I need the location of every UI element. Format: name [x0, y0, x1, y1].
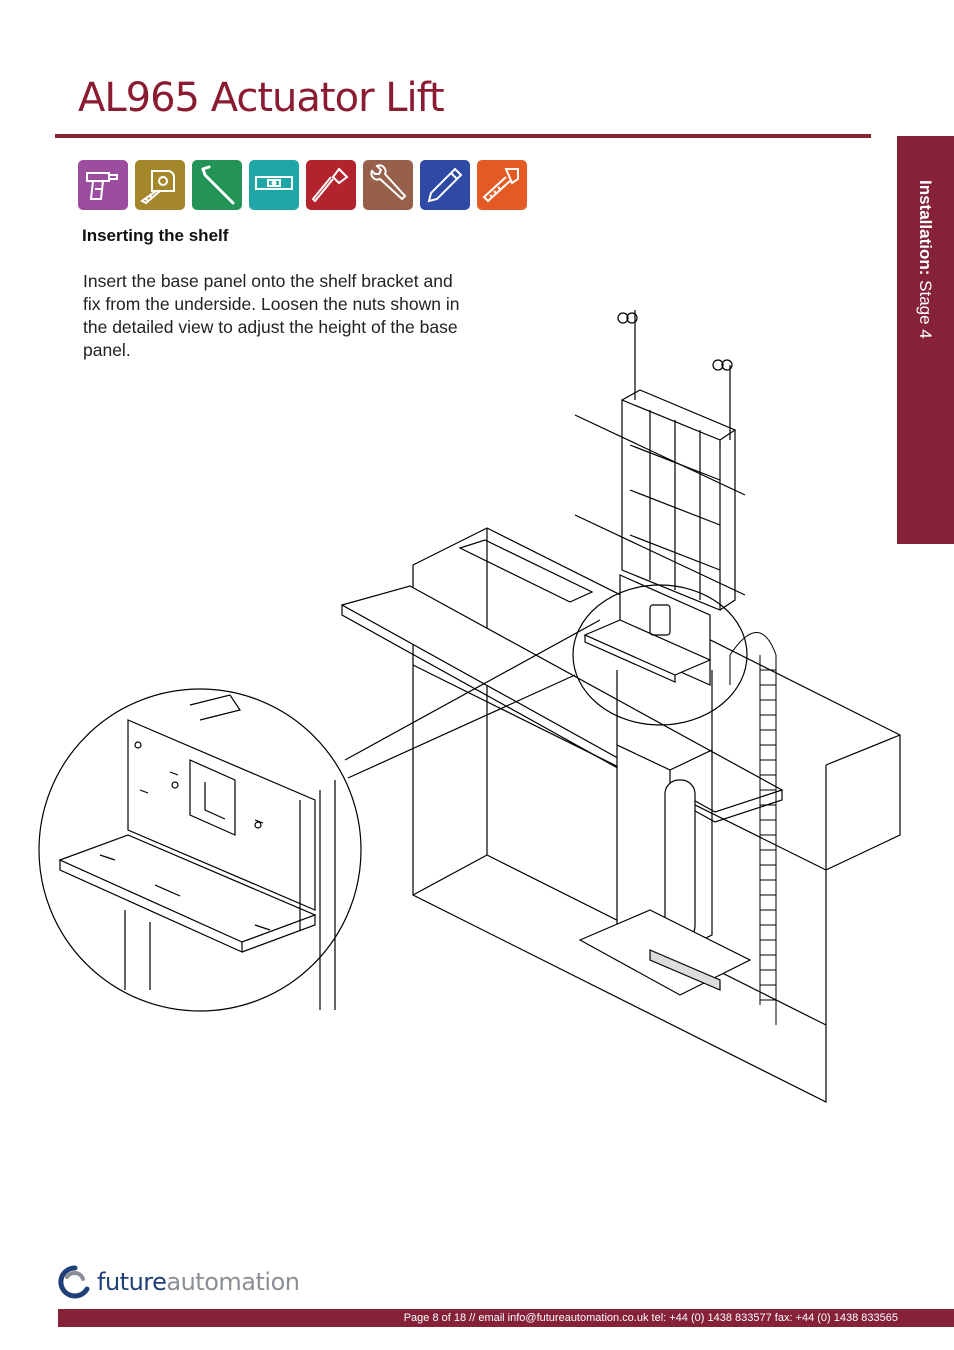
lift-column-drawing [578, 670, 752, 996]
shelf-board-drawing [340, 585, 784, 823]
shelf-bracket-drawing [583, 574, 712, 686]
allen-key-icon [192, 160, 242, 210]
saw-icon [477, 160, 527, 210]
footer-contact-text: Page 8 of 18 // email info@futureautomat… [403, 1312, 898, 1324]
instruction-text: Insert the base panel onto the shelf bra… [83, 271, 460, 360]
pencil-icon [420, 160, 470, 210]
tv-bracket-drawing [574, 310, 746, 611]
side-tab-label-stage: Stage 4 [916, 275, 935, 339]
spirit-level-icon [249, 160, 299, 210]
installation-drawing [38, 310, 901, 1103]
tape-measure-icon [135, 160, 185, 210]
page-title: AL965 Actuator Lift [78, 75, 445, 121]
section-heading: Inserting the shelf [82, 226, 229, 245]
title-underline [55, 134, 871, 138]
detail-callout-drawing [344, 584, 748, 779]
section-side-tab: Installation: Stage 4 [897, 136, 954, 544]
brand-wordmark-future: future [97, 1268, 167, 1296]
brand-wordmark-automation: automation [166, 1268, 300, 1296]
tool-icon-row [78, 160, 527, 210]
screwdriver-icon [306, 160, 356, 210]
wrench-icon [363, 160, 413, 210]
side-tab-label: Installation: Stage 4 [897, 180, 954, 520]
brand-swirl-icon [58, 1265, 90, 1299]
detail-view-drawing [38, 688, 362, 1012]
drill-icon [78, 160, 128, 210]
brand-wordmark: futureautomation [97, 1262, 300, 1302]
brand-logo: futureautomation [57, 1262, 300, 1302]
cable-chain-drawing [729, 632, 777, 1025]
side-tab-label-bold: Installation: [916, 180, 935, 276]
footer-bar: Page 8 of 18 // email info@futureautomat… [58, 1309, 954, 1327]
